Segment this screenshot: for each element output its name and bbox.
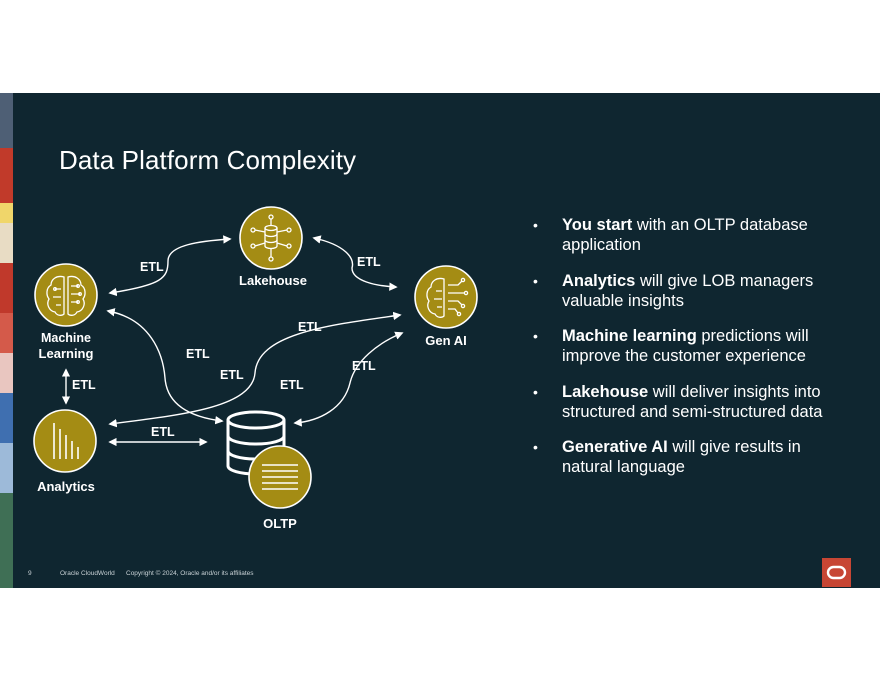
arrow-analytics-genai — [108, 311, 402, 428]
decorative-color-strip — [0, 93, 13, 588]
analytics-node — [33, 409, 97, 473]
oracle-o-icon — [826, 565, 847, 580]
bullet-text: will deliver insights into structured an… — [562, 382, 823, 421]
lakehouse-label: Lakehouse — [239, 273, 307, 288]
bullet-list: • You start with an OLTP database applica… — [533, 215, 853, 493]
bullet-bold: Machine learning — [562, 327, 697, 345]
arrow-lakehouse-genai — [312, 235, 398, 291]
bullet-text: will give LOB managers valuable insights — [562, 271, 814, 310]
bar-chart-icon — [53, 423, 79, 459]
lakehouse-icon — [250, 214, 292, 262]
etl-label-ml-lakehouse: ETL — [140, 260, 164, 274]
footer-event: Oracle CloudWorld — [60, 570, 115, 577]
page-number: 9 — [28, 570, 32, 577]
arrow-ml-lakehouse — [108, 235, 232, 297]
bullet-dot: • — [533, 328, 538, 344]
lakehouse-node — [239, 206, 303, 270]
oltp-node — [226, 410, 312, 509]
data-platform-diagram: ETL ETL ETL ETL ETL ETL ETL ETL ETL — [33, 206, 478, 531]
bullet-text: predictions will improve the customer ex… — [562, 327, 809, 365]
gen-ai-label: Gen AI — [425, 333, 466, 348]
footer-copyright: Copyright © 2024, Oracle and/or its affi… — [126, 570, 254, 577]
etl-label-oltp-upper: ETL — [280, 378, 304, 392]
bullet-text: with an OLTP database application — [562, 216, 808, 254]
etl-label-lakehouse-genai: ETL — [357, 255, 381, 269]
arrow-ml-oltp — [106, 308, 224, 425]
bullet-dot: • — [533, 217, 538, 233]
brain-circuit-icon — [46, 275, 86, 316]
etl-label-ml-oltp: ETL — [186, 347, 210, 361]
arrow-genai-oltp — [293, 331, 404, 427]
bullet-item: • Lakehouse will deliver insights into st… — [533, 382, 853, 422]
bullet-bold: You start — [562, 216, 633, 234]
bullet-item: • Generative AI will give results in natu… — [533, 437, 853, 477]
bullet-text: will give results in natural language — [562, 438, 801, 476]
machine-learning-label-line2: Learning — [39, 346, 94, 361]
etl-label-ml-analytics: ETL — [72, 378, 96, 392]
slide-title: Data Platform Complexity — [59, 145, 357, 175]
bullet-bold: Analytics — [562, 271, 636, 290]
gen-ai-node — [414, 265, 478, 329]
machine-learning-label-line1: Machine — [41, 331, 91, 345]
oltp-label: OLTP — [263, 516, 297, 531]
etl-label-genai-analytics: ETL — [298, 320, 322, 334]
bullet-item: • Analytics will give LOB managers valuab… — [533, 271, 853, 311]
bullet-item: • You start with an OLTP database applica… — [533, 215, 853, 255]
database-icon — [226, 410, 286, 476]
oracle-logo — [822, 558, 851, 587]
brain-network-icon — [426, 277, 469, 318]
bullet-bold: Lakehouse — [562, 382, 649, 401]
etl-label-analytics-lower: ETL — [220, 368, 244, 382]
etl-label-genai-oltp: ETL — [352, 359, 376, 373]
bullet-dot: • — [533, 272, 538, 289]
document-lines-icon — [262, 464, 298, 490]
etl-label-analytics-oltp: ETL — [151, 425, 175, 439]
bullet-item: • Machine learning predictions will impro… — [533, 326, 853, 366]
analytics-label: Analytics — [37, 479, 95, 494]
bullet-dot: • — [533, 383, 538, 400]
machine-learning-node — [34, 263, 98, 327]
bullet-dot: • — [533, 439, 538, 455]
bullet-bold: Generative AI — [562, 438, 668, 456]
slide: Data Platform Complexity ETL ETL ETL ETL… — [0, 93, 880, 588]
